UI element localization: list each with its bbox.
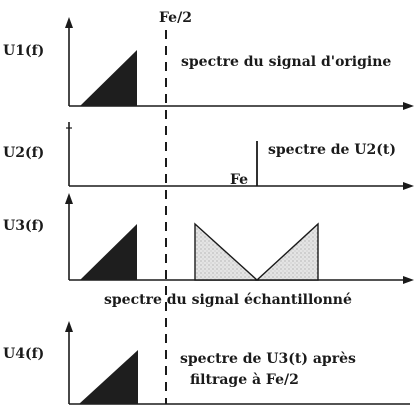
u1-original-spectrum: [80, 50, 137, 106]
u4-y-arrow: [65, 321, 73, 332]
u1-axis-label: U1(f): [3, 43, 44, 59]
u3-caption: spectre du signal échantillonné: [104, 292, 352, 308]
u4-caption-line1: spectre de U3(t) après: [180, 351, 356, 367]
u3-upper-sideband: [255, 222, 319, 281]
fe-half-label: Fe/2: [159, 10, 192, 26]
u4-axis-label: U4(f): [3, 346, 44, 362]
u2-x-arrow: [403, 182, 414, 190]
panel-u1: U1(f) spectre du signal d'origine: [3, 17, 414, 110]
u3-y-arrow: [65, 193, 73, 204]
panel-u2: Fe U2(f) spectre de U2(t): [3, 122, 414, 190]
panel-u4: U4(f) spectre de U3(t) après filtrage à …: [3, 321, 410, 405]
u3-lower-sideband: [194, 222, 259, 281]
u3-x-arrow: [403, 276, 414, 284]
u3-axis-label: U3(f): [3, 218, 44, 234]
u1-x-arrow: [403, 102, 414, 110]
u2-fe-label: Fe: [230, 172, 248, 188]
u3-baseband-spectrum: [80, 224, 137, 280]
u1-y-arrow: [65, 17, 73, 28]
u2-caption: spectre de U2(t): [268, 142, 396, 158]
u4-filtered-spectrum: [79, 350, 138, 404]
u2-axis-label: U2(f): [3, 145, 44, 161]
u1-caption: spectre du signal d'origine: [181, 54, 391, 70]
u4-caption-line2: filtrage à Fe/2: [190, 372, 299, 388]
panel-u3: U3(f) spectre du signal échantillonné: [3, 193, 414, 308]
